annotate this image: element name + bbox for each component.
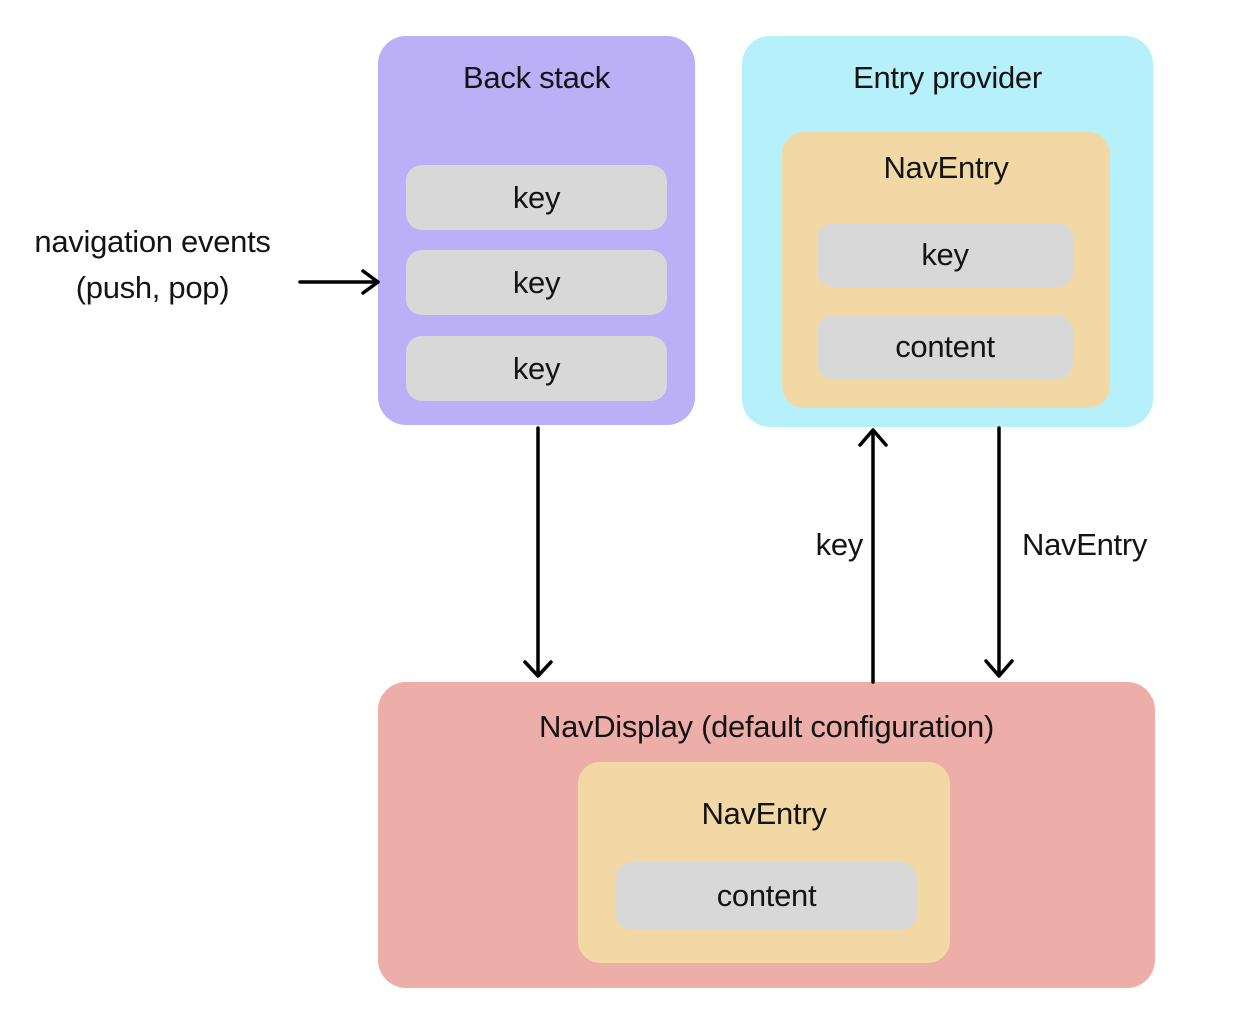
- nav-entry-content-field: content: [817, 315, 1073, 379]
- back-stack-to-nav-display-arrow: [523, 426, 553, 678]
- back-stack-box: Back stack key key key: [378, 36, 695, 425]
- nav-entry-title: NavEntry: [883, 150, 1009, 185]
- navigation-events-label-line2: (push, pop): [75, 270, 230, 305]
- nav-entry-key-field: key: [817, 223, 1073, 287]
- nav-display-nav-entry-box: NavEntry content: [578, 762, 950, 963]
- nav-entry-content-field: content: [616, 862, 917, 930]
- content-label: content: [716, 878, 817, 913]
- entry-provider-title: Entry provider: [853, 60, 1042, 95]
- entry-provider-nav-entry-box: NavEntry key content: [782, 132, 1110, 408]
- key-arrow-label: key: [815, 527, 864, 562]
- key-label: key: [512, 264, 561, 300]
- back-stack-key-slot: key: [406, 165, 667, 230]
- navigation-events-label: navigation events (push, pop): [5, 219, 300, 311]
- nav-entry-title: NavEntry: [701, 796, 827, 831]
- back-stack-key-slot: key: [406, 250, 667, 315]
- navigation-events-label-line1: navigation events: [34, 224, 271, 259]
- entry-provider-box: Entry provider NavEntry key content: [742, 36, 1153, 427]
- nav-entry-arrow-label: NavEntry: [1022, 527, 1148, 562]
- content-label: content: [895, 329, 995, 364]
- key-label: key: [512, 350, 561, 386]
- nav-entry-down-arrow: [984, 426, 1014, 678]
- key-label: key: [512, 179, 561, 215]
- key-label: key: [921, 237, 969, 272]
- push-pop-arrow: [298, 269, 380, 295]
- nav-display-title: NavDisplay (default configuration): [538, 709, 995, 744]
- back-stack-key-slot: key: [406, 336, 667, 401]
- nav-display-box: NavDisplay (default configuration) NavEn…: [378, 682, 1155, 988]
- back-stack-title: Back stack: [463, 60, 610, 95]
- key-up-arrow: [858, 428, 888, 684]
